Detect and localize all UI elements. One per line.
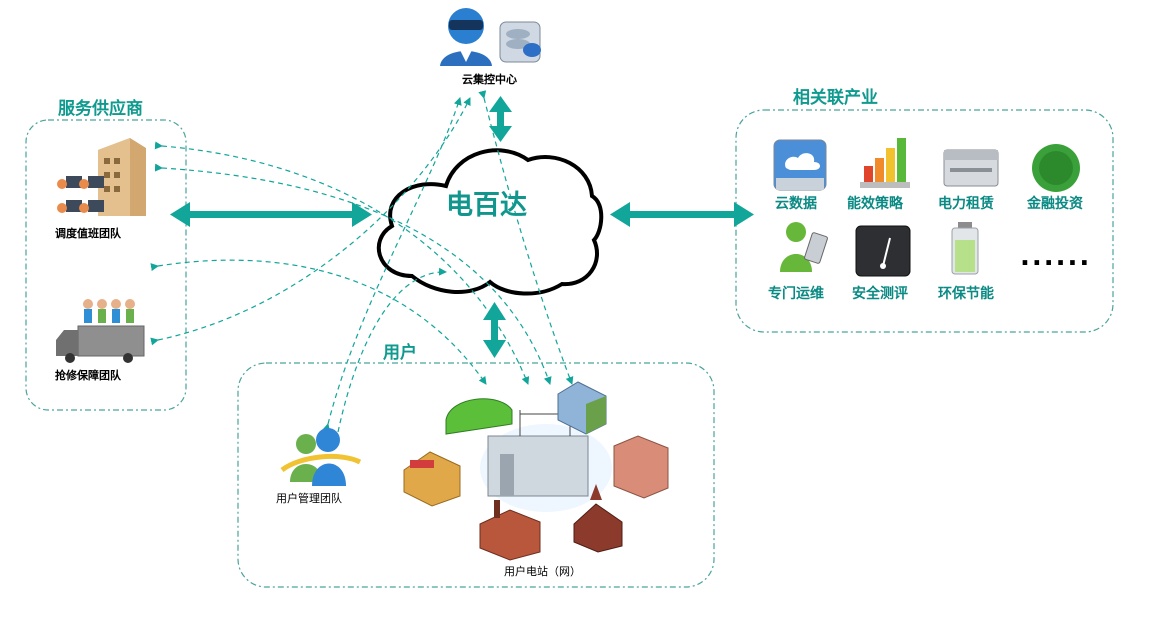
factory-icon: [479, 500, 541, 561]
church-icon: [573, 484, 623, 553]
money-bag-icon: [1032, 144, 1080, 192]
power-station-cluster: [480, 410, 612, 512]
industry-item-om: 专门运维: [768, 286, 824, 302]
shop-icon: [403, 451, 461, 507]
control-center-icon: [440, 8, 541, 66]
arrow-providers-cloud: [170, 202, 372, 227]
apartment-blue-icon: [557, 381, 607, 435]
gauge-icon: [855, 225, 911, 277]
providers-title: 服务供应商: [58, 99, 143, 119]
user-phone-icon: [780, 222, 828, 272]
repair-team-label: 抢修保障团队: [55, 369, 121, 382]
dispatch-team-label: 调度值班团队: [55, 227, 121, 240]
battery-icon: [951, 222, 979, 275]
arrow-center-cloud: [489, 96, 512, 142]
server-icon: [943, 149, 999, 187]
cloud-label: 电百达: [446, 190, 527, 221]
industry-item-safety: 安全测评: [852, 286, 908, 302]
bar-chart-icon: [860, 138, 910, 188]
connector-usermgr-to-cloud: [337, 267, 447, 433]
control-center-label: 云集控中心: [462, 73, 517, 86]
industry-item-eco: 环保节能: [938, 286, 994, 302]
repair-team-icon: [56, 299, 145, 363]
user-team-label: 用户管理团队: [276, 492, 342, 505]
industry-item-power-lease: 电力租赁: [938, 196, 994, 212]
power-station-label: 用户电站（网）: [504, 565, 581, 578]
providers-group-box: [25, 119, 187, 411]
industry-more-ellipsis: ......: [1020, 242, 1092, 272]
industry-title: 相关联产业: [793, 88, 878, 108]
cloud-shape: [376, 148, 604, 296]
users-title: 用户: [383, 343, 417, 363]
arrow-cloud-industry: [610, 202, 754, 227]
greenhouse-icon: [445, 398, 513, 435]
industry-item-finance: 金融投资: [1027, 196, 1083, 212]
dispatch-team-icon: [57, 138, 146, 216]
connector-center-to-station: [478, 90, 574, 385]
cloud-data-icon: [773, 139, 827, 191]
industry-item-efficiency: 能效策略: [847, 196, 903, 212]
industry-item-cloud-data: 云数据: [775, 196, 817, 212]
user-team-icon: [280, 428, 362, 486]
apartment-red-icon: [613, 435, 669, 499]
arrow-cloud-users: [483, 302, 506, 358]
